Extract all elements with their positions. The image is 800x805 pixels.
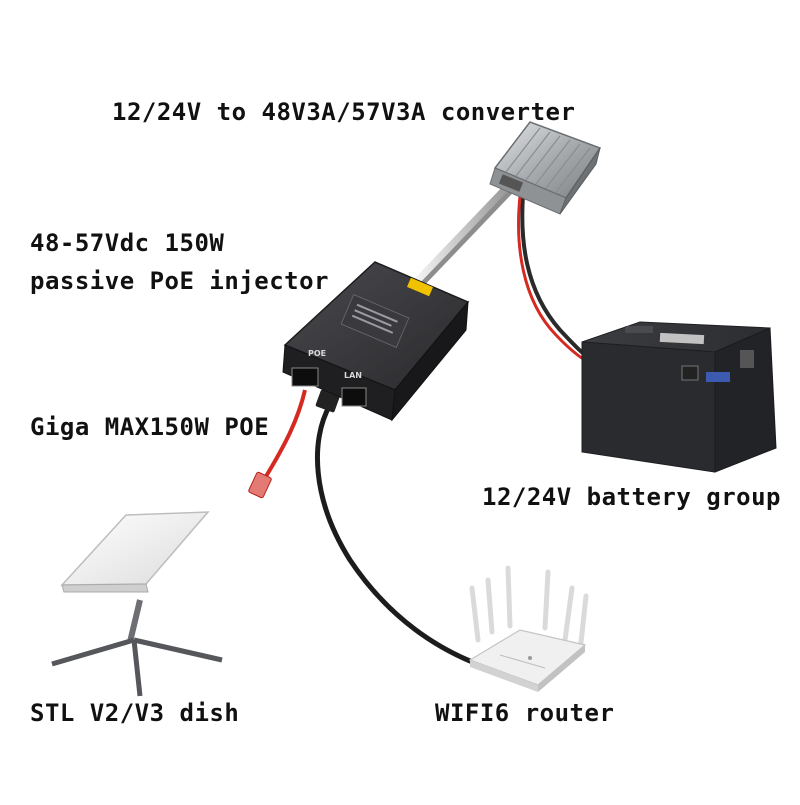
router-label: WIFI6 router	[435, 699, 615, 727]
dish-device	[51, 511, 223, 697]
dish-label: STL V2/V3 dish	[30, 699, 240, 727]
lan-ethernet-cable	[315, 389, 481, 668]
poe-ethernet-cable	[248, 389, 307, 499]
poe-port-label: POE	[308, 349, 326, 358]
converter-label: 12/24V to 48V3A/57V3A converter	[112, 98, 576, 126]
battery-device	[581, 321, 777, 473]
injector-label-line2: passive PoE injector	[30, 267, 329, 295]
poe-injector-device: POE LAN	[282, 261, 470, 422]
battery-label: 12/24V battery group	[482, 483, 781, 511]
lan-port-label: LAN	[344, 371, 362, 380]
converter-device	[489, 121, 602, 215]
giga-label: Giga MAX150W POE	[30, 413, 270, 441]
converter-output-cable	[414, 184, 514, 288]
router-device	[468, 565, 589, 692]
injector-label-line1: 48-57Vdc 150W	[30, 229, 225, 257]
